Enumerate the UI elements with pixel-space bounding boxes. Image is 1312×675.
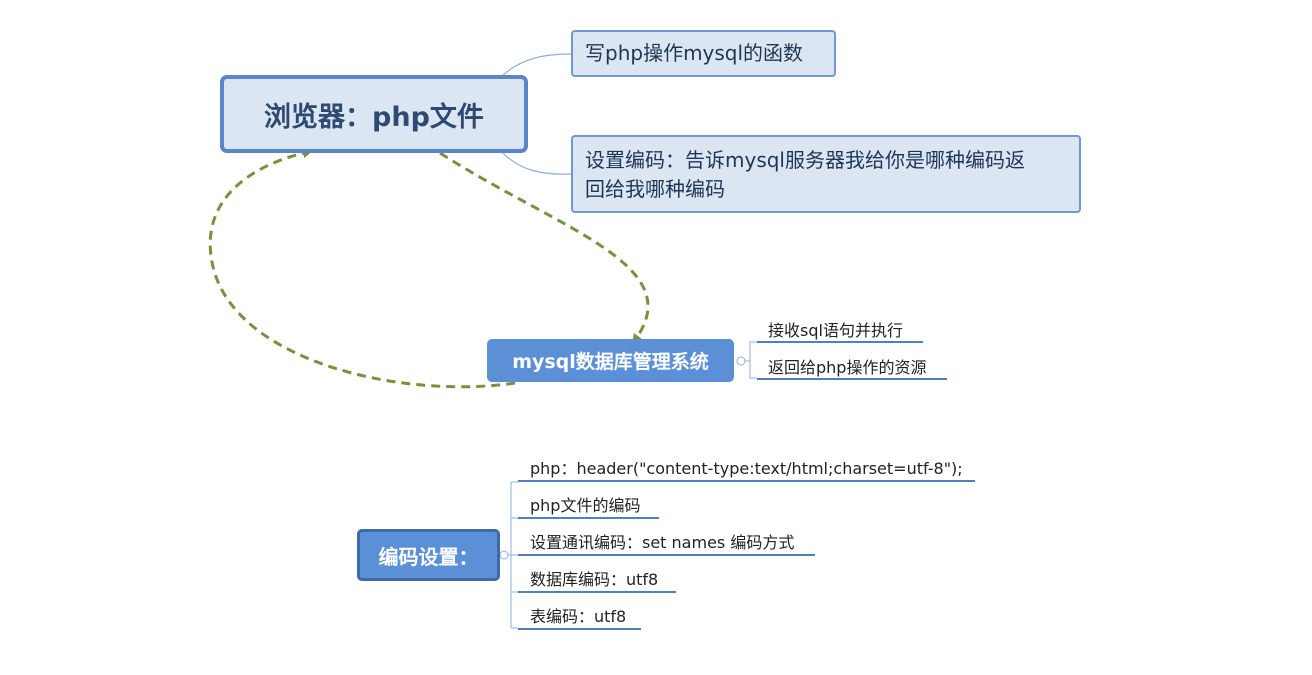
mysql-child-return-resource[interactable]: 返回给php操作的资源 [768,358,927,377]
encoding-collapse-toggle[interactable] [499,550,509,560]
root-topic[interactable]: 浏览器：php文件 [220,75,528,153]
topic-set-encoding[interactable]: 设置编码：告诉mysql服务器我给你是哪种编码返 回给我哪种编码 [571,135,1081,213]
mysql-topic-label: mysql数据库管理系统 [512,351,709,373]
encoding-topic-label: 编码设置： [378,544,479,569]
topic-set-encoding-line-1: 设置编码：告诉mysql服务器我给你是哪种编码返 [585,148,1025,172]
encoding-child-table[interactable]: 表编码：utf8 [530,607,627,626]
topic-php-mysql-functions-label: 写php操作mysql的函数 [585,41,804,65]
connector-root-topic-2 [499,149,572,175]
topic-set-encoding-line-2: 回给我哪种编码 [585,177,725,201]
connector-root-topic-1 [499,53,572,79]
encoding-child-database[interactable]: 数据库编码：utf8 [530,570,659,589]
topic-php-mysql-functions[interactable]: 写php操作mysql的函数 [571,30,836,77]
mysql-collapse-toggle[interactable] [736,356,746,366]
connector-encoding-children [508,481,518,629]
encoding-child-set-names[interactable]: 设置通讯编码：set names 编码方式 [530,533,795,552]
arrow-mysql-to-root [208,148,516,389]
connector-mysql-children [745,341,757,379]
encoding-child-php-file[interactable]: php文件的编码 [530,496,641,515]
encoding-topic[interactable]: 编码设置： [357,529,500,581]
mysql-child-receive-sql[interactable]: 接收sql语句并执行 [768,321,903,340]
root-topic-label: 浏览器：php文件 [264,101,484,133]
arrow-root-to-mysql [439,151,650,345]
encoding-child-php-header[interactable]: php：header("content-type:text/html;chars… [530,459,963,478]
mysql-topic[interactable]: mysql数据库管理系统 [487,339,734,382]
